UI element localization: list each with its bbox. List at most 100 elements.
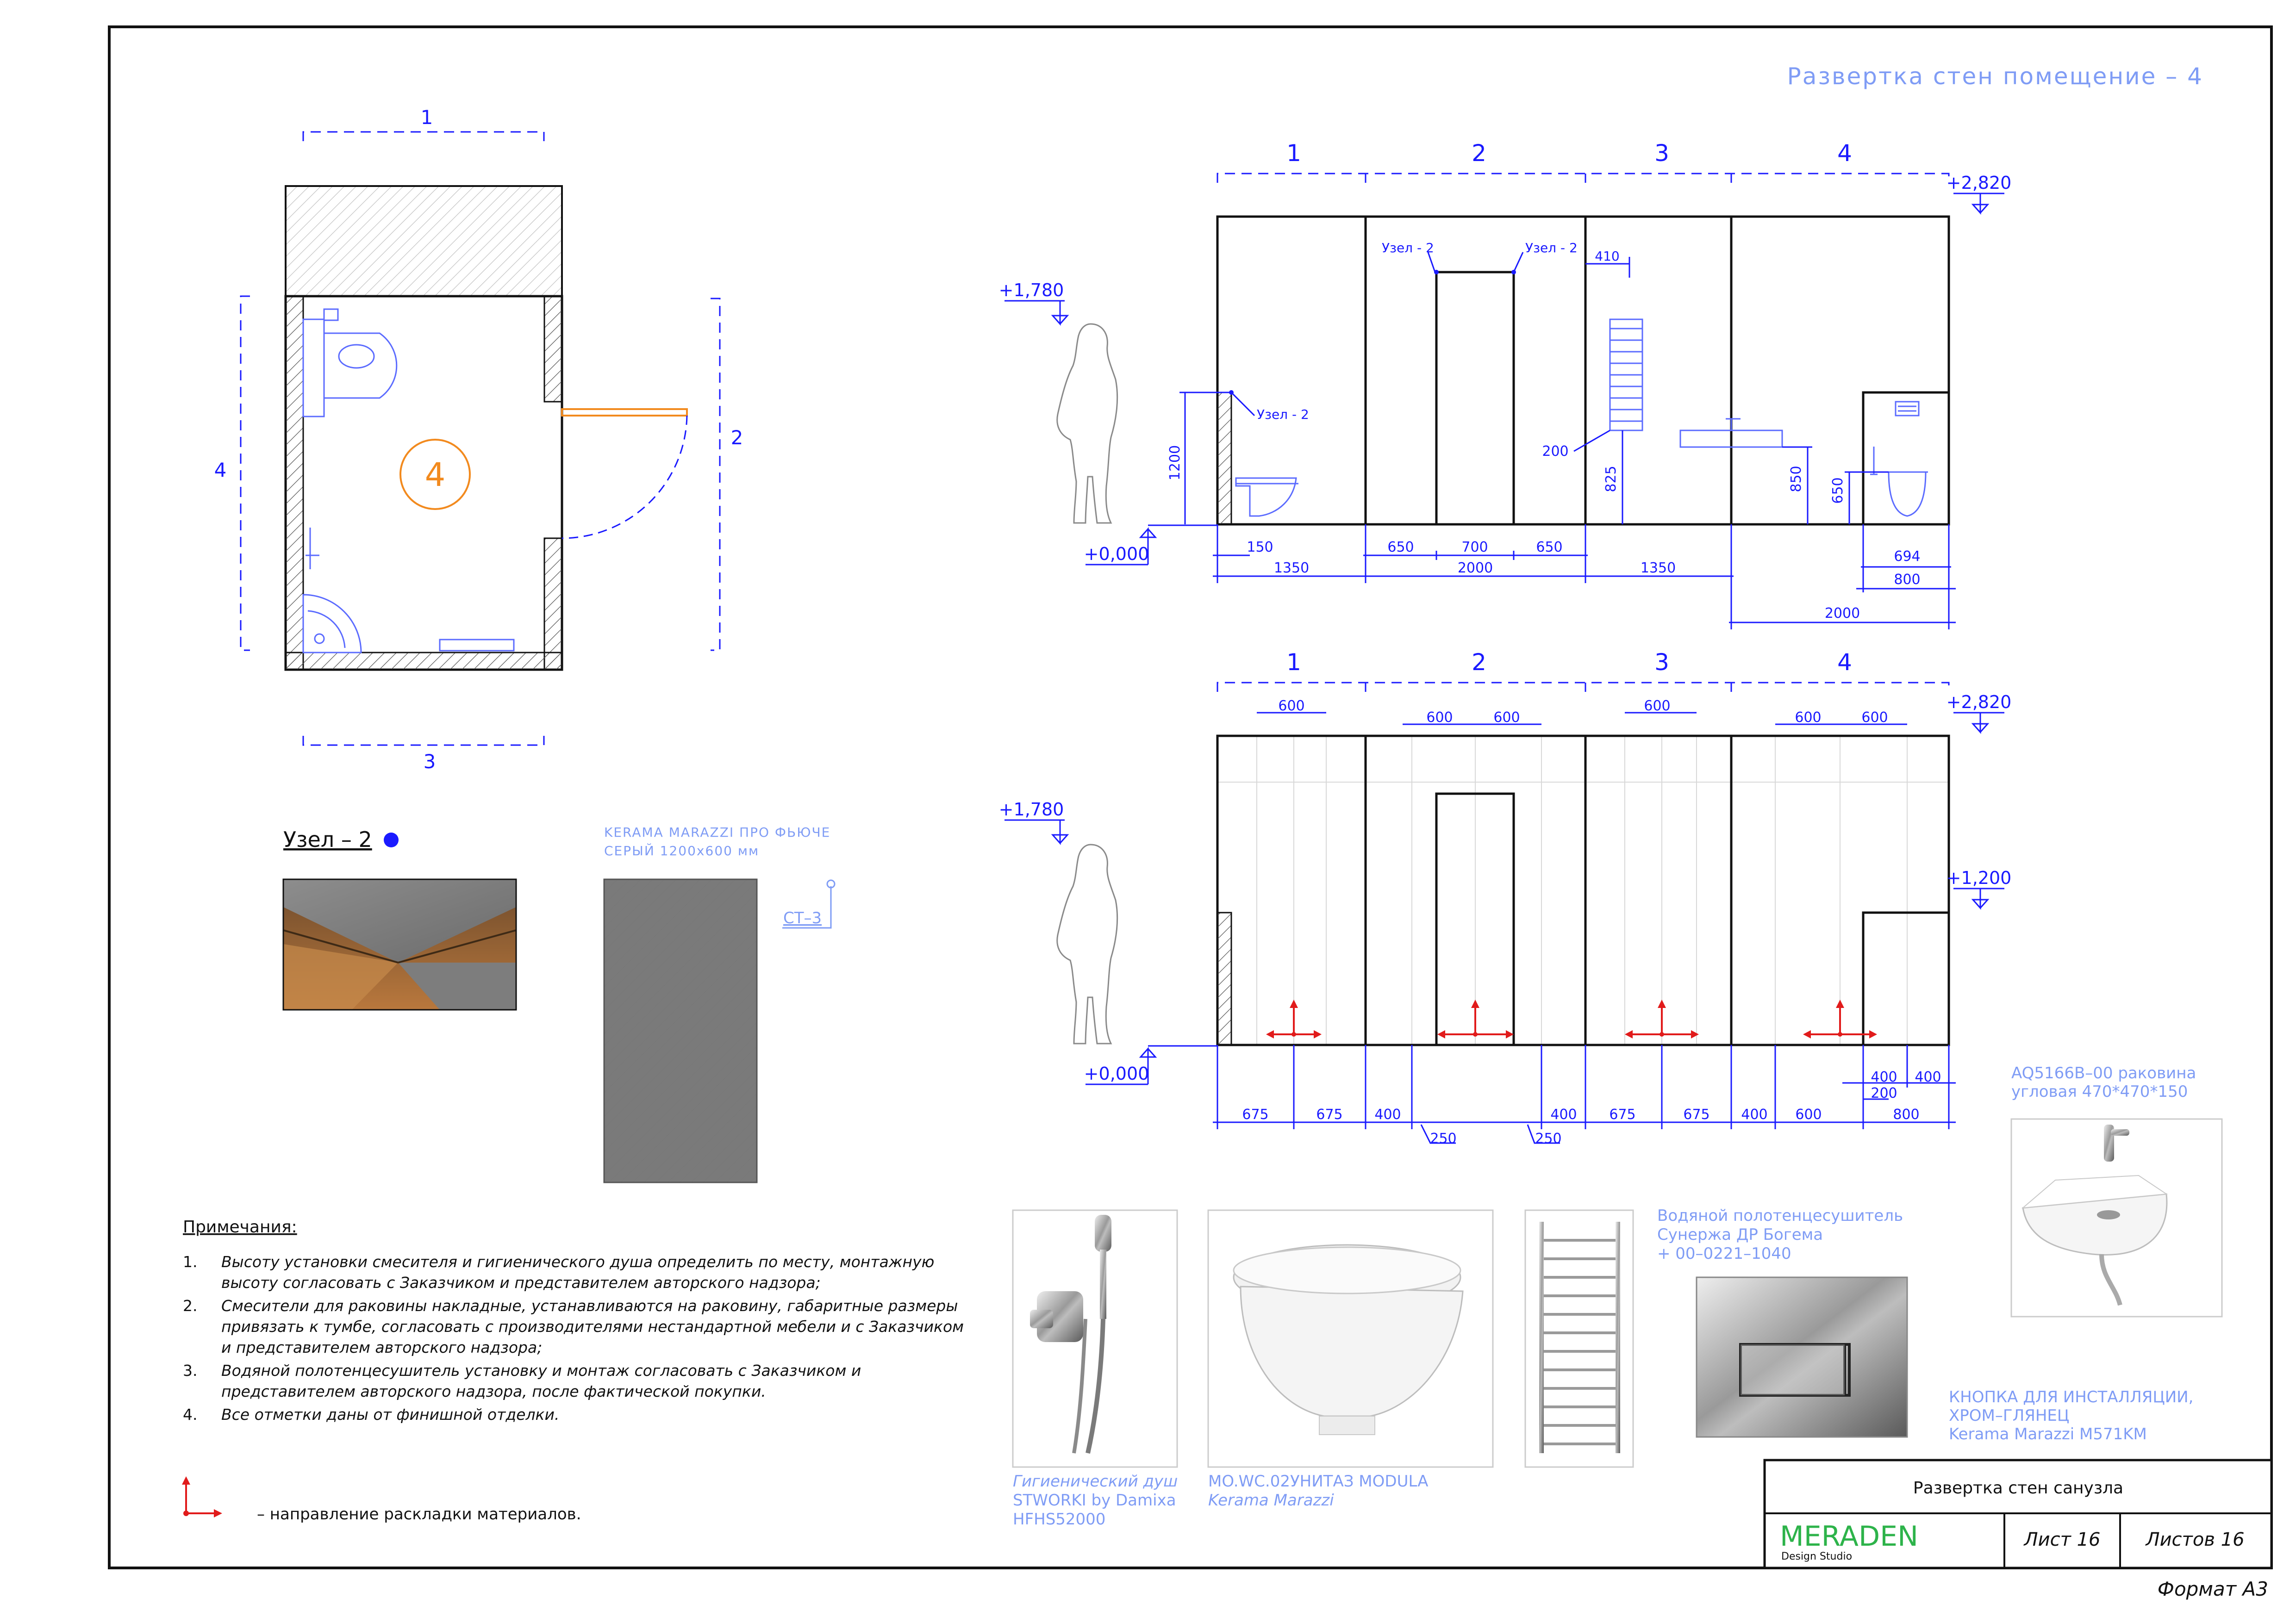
note-3-num: 3. (183, 1362, 198, 1380)
dim-1350-b: 1350 (1641, 560, 1676, 576)
dim-bottom-400-d: 400 (1871, 1069, 1897, 1085)
room-number: 4 (425, 456, 446, 494)
dim-700: 700 (1461, 539, 1488, 555)
sink-caption-1: AQ5166B–00 раковина (2011, 1064, 2196, 1082)
dim-bottom-400-b: 400 (1550, 1107, 1577, 1123)
dim-bottom-675-c: 675 (1609, 1107, 1635, 1123)
dim-bottom-675-d: 675 (1683, 1107, 1710, 1123)
dim-bottom-250-b: 250 (1535, 1131, 1561, 1147)
tile-dim-5: 600 (1795, 709, 1821, 726)
stamp-brand: MERADEN (1780, 1520, 1918, 1553)
button-caption-2: ХРОМ–ГЛЯНЕЦ (1949, 1406, 2069, 1425)
layout-direction-icon (182, 1476, 222, 1517)
elevation-lower: 1 2 3 4 600 600 600 600 600 600 +2,820 (999, 649, 2012, 1147)
product-flush-button: КНОПКА ДЛЯ ИНСТАЛЛЯЦИИ, ХРОМ–ГЛЯНЕЦ Kera… (1696, 1276, 2193, 1443)
dim-v-650: 650 (1830, 477, 1846, 504)
note-1-num: 1. (183, 1253, 198, 1271)
dim-2000-a: 2000 (1458, 560, 1493, 576)
node-callout-2: Узел - 2 (1382, 240, 1434, 255)
shower-caption-1: Гигиенический душ (1013, 1472, 1178, 1491)
dim-694: 694 (1894, 548, 1920, 565)
dim-bottom-400-e: 400 (1915, 1069, 1941, 1085)
towel-caption-1: Водяной полотенцесушитель (1657, 1206, 1903, 1225)
dim-650-b: 650 (1536, 539, 1562, 555)
room-marker (399, 439, 471, 510)
plan-wall-label-3: 3 (424, 750, 436, 773)
tile-dim-4: 600 (1644, 698, 1670, 714)
towel-caption-2: Сунержа ДР Богема (1657, 1225, 1823, 1244)
plan-wall-label-2: 2 (731, 426, 743, 449)
notes-heading: Примечания: (183, 1218, 297, 1237)
dim-v-850: 850 (1788, 466, 1804, 492)
note-2-line1: Смесители для раковины накладные, устана… (221, 1297, 958, 1315)
toilet-caption-2: Kerama Marazzi (1208, 1491, 1334, 1510)
wall-number-4-lower: 4 (1837, 649, 1852, 676)
title-block: Развертка стен санузла MERADEN Design St… (1763, 1459, 2273, 1569)
dim-bottom-400-a: 400 (1374, 1107, 1401, 1123)
dim-bottom-800: 800 (1893, 1107, 1919, 1123)
plan-wall-label-4: 4 (214, 459, 227, 481)
tile-caption-line2: СЕРЫЙ 1200х600 мм (604, 843, 759, 858)
tile-dim-2: 600 (1426, 709, 1453, 726)
node-title: Узел – 2 (283, 827, 372, 852)
tile-code: СТ–3 (783, 909, 822, 927)
wall-number-3-lower: 3 (1654, 649, 1669, 676)
legend-text: – направление раскладки материалов. (257, 1505, 581, 1524)
tile-dim-1: 600 (1278, 698, 1304, 714)
product-shower: Гигиенический душ STWORKI by Damixa HFHS… (1012, 1209, 1178, 1529)
sheet-frame (108, 25, 2273, 1569)
format-label: Формат А3 (2158, 1578, 2268, 1600)
shower-caption-3: HFHS52000 (1013, 1510, 1105, 1529)
dim-v-1200: 1200 (1167, 445, 1183, 480)
note-1-line2: высоту согласовать с Заказчиком и предст… (221, 1274, 821, 1292)
product-towel-rail: Водяной полотенцесушитель Сунержа ДР Бог… (1524, 1206, 1903, 1468)
dim-towel-200: 200 (1542, 443, 1568, 460)
node-photo (282, 878, 517, 1011)
wall-number-4: 4 (1837, 140, 1852, 167)
button-caption-1: КНОПКА ДЛЯ ИНСТАЛЛЯЦИИ, (1949, 1388, 2193, 1406)
dim-bottom-600: 600 (1795, 1107, 1822, 1123)
level-top-lower: +2,820 (1947, 692, 2012, 712)
note-4-num: 4. (183, 1405, 198, 1424)
tile-sample: KERAMA MARAZZI ПРО ФЬЮЧЕ СЕРЫЙ 1200х600 … (603, 825, 836, 1183)
plan-wall-label-1: 1 (421, 106, 433, 129)
sink-caption-2: угловая 470*470*150 (2011, 1082, 2188, 1101)
dim-bottom-200: 200 (1871, 1085, 1897, 1101)
note-3-line1: Водяной полотенцесушитель установку и мо… (221, 1362, 861, 1380)
stamp-sheets: Листов 16 (2145, 1529, 2244, 1550)
door-leaf (561, 408, 688, 417)
dim-800: 800 (1894, 572, 1920, 588)
sheet-title: Развертка стен помещение – 4 (1787, 63, 2203, 90)
wall-number-1: 1 (1286, 140, 1301, 167)
notes-block: Примечания: 1. Высоту установки смесител… (182, 1218, 964, 1524)
shower-caption-2: STWORKI by Damixa (1013, 1491, 1176, 1510)
button-caption-3: Kerama Marazzi M571KM (1949, 1425, 2147, 1443)
dim-2000-b: 2000 (1825, 605, 1860, 622)
level-person-lower: +1,780 (999, 799, 1064, 820)
dim-bottom-250-a: 250 (1430, 1131, 1456, 1147)
dim-bottom-675-b: 675 (1316, 1107, 1342, 1123)
product-toilet: MO.WC.02УНИТАЗ MODULA Kerama Marazzi (1207, 1209, 1494, 1510)
wall-number-3: 3 (1654, 140, 1669, 167)
tile-dim-6: 600 (1861, 709, 1888, 726)
node-marker-icon (384, 833, 399, 847)
stamp-brand-sub: Design Studio (1781, 1551, 1852, 1562)
door-swing (562, 415, 688, 539)
elevation-upper: 1 2 3 4 +2,820 +1,780 +0,000 Узел - 2 Уз… (999, 140, 2011, 629)
dim-towel-410: 410 (1595, 249, 1619, 264)
dim-bottom-400-c: 400 (1741, 1107, 1767, 1123)
wall-number-1-lower: 1 (1286, 649, 1301, 676)
product-corner-sink: AQ5166B–00 раковина угловая 470*470*150 (2010, 1064, 2223, 1318)
towel-caption-3: + 00–0221–1040 (1657, 1244, 1791, 1263)
note-2-line3: и представителем авторского надзора; (221, 1338, 542, 1356)
node-callout-1: Узел - 2 (1257, 407, 1309, 422)
level-zero-upper: +0,000 (1084, 544, 1149, 564)
stamp-sheet: Лист 16 (2023, 1529, 2101, 1550)
dim-bottom-675-a: 675 (1242, 1107, 1268, 1123)
wall-number-2: 2 (1472, 140, 1486, 167)
tile-caption-line1: KERAMA MARAZZI ПРО ФЬЮЧЕ (604, 825, 830, 840)
node-detail: Узел – 2 (282, 827, 517, 1011)
note-1-line1: Высоту установки смесителя и гигиеническ… (221, 1253, 934, 1271)
level-person-upper: +1,780 (999, 280, 1064, 300)
